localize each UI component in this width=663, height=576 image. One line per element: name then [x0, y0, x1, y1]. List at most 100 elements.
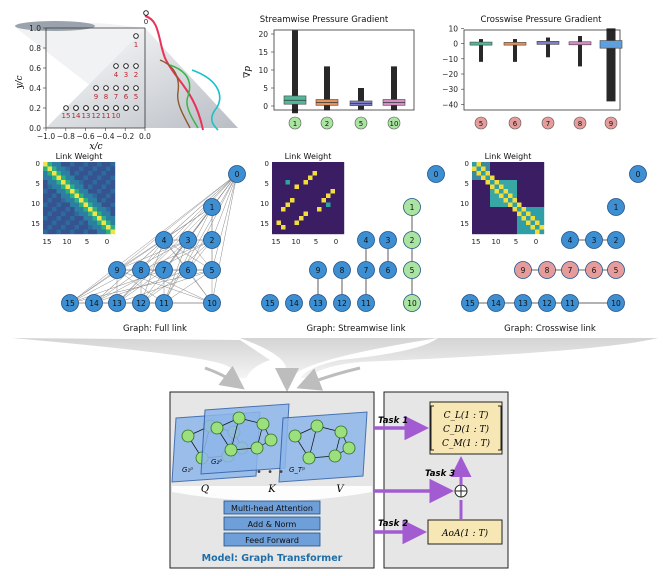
heatmap-cell — [47, 202, 53, 208]
graph-node — [607, 231, 625, 249]
graph-node-label: 4 — [568, 236, 573, 245]
crosswise-y-ticks: 100−10−20−30−40 — [442, 24, 464, 109]
heatmap-cell — [503, 225, 509, 230]
heatmap-cell — [312, 171, 318, 176]
heatmap-cell — [526, 184, 531, 190]
heatmap-cell — [294, 220, 300, 226]
heatmap-cell — [290, 225, 295, 230]
heatmap-cell — [481, 193, 486, 199]
heatmap-cell — [281, 198, 286, 203]
heatmap-cell — [481, 198, 486, 203]
heatmap-cell — [70, 202, 75, 208]
heatmap-cell — [503, 216, 509, 221]
heatmap-cell — [312, 184, 318, 190]
heatmap-cell — [494, 229, 500, 235]
heatmap-cell — [321, 198, 327, 203]
heatmap-cell — [472, 180, 477, 185]
heatmap-cell — [517, 193, 522, 199]
heatmap-cell — [79, 166, 84, 172]
heatmap-cell — [290, 220, 295, 226]
heatmap-cell — [43, 216, 48, 221]
trajectory-green — [169, 64, 199, 129]
heatmap-cell — [339, 166, 345, 172]
heatmap-cell — [294, 166, 300, 172]
heatmap-cell — [74, 220, 80, 226]
heatmap-cell — [101, 171, 107, 176]
heatmap-cell — [294, 162, 300, 167]
heatmap-cell — [294, 171, 300, 176]
heatmap-cell — [106, 229, 111, 235]
heatmap-cell — [281, 216, 286, 221]
heatmap-cell — [539, 198, 545, 203]
heatmap-cell — [499, 162, 504, 167]
heatmap-cell — [517, 189, 522, 194]
heatmap-cell — [535, 216, 540, 221]
heatmap-cell — [101, 189, 107, 194]
heatmap-cell — [472, 171, 477, 176]
heatmap-cell — [70, 180, 75, 185]
heatmap-cell — [330, 189, 336, 194]
heatmap-cell — [317, 229, 322, 235]
funnels — [12, 338, 658, 392]
graph-node — [309, 294, 327, 312]
heatmap-cell — [539, 207, 545, 212]
heatmap-cell — [339, 193, 345, 199]
sensor-marker — [93, 105, 99, 111]
wing-tip — [15, 21, 95, 31]
heatmap-cell — [490, 216, 495, 221]
heatmap-cell — [83, 171, 89, 176]
heatmap-cell — [56, 171, 62, 176]
heatmap-x-tick: 15 — [43, 238, 52, 246]
heatmap-cell — [308, 216, 313, 221]
heatmap-cell — [276, 189, 282, 194]
heatmap-cell — [52, 220, 57, 226]
heatmap-cell — [526, 207, 531, 212]
sensor-marker — [133, 33, 139, 39]
heatmap-cell — [335, 229, 340, 235]
heatmap-cell — [499, 180, 504, 185]
heatmap-cell — [92, 166, 98, 172]
heatmap-cell — [43, 225, 48, 230]
heatmap-cell — [65, 216, 71, 221]
layer-node — [250, 441, 264, 455]
heatmap-cell — [339, 216, 345, 221]
heatmap-cell — [281, 184, 286, 190]
heatmap-cell — [535, 193, 540, 199]
category-node — [354, 116, 368, 130]
heatmap-cell — [326, 198, 331, 203]
sensor-marker — [113, 63, 119, 69]
heatmap-cell — [97, 220, 102, 226]
heatmap-cell — [110, 216, 116, 221]
heatmap-cell — [70, 198, 75, 203]
airfoil-panel: y/c x/c 0.00.20.40.60.81.0 −1.0−0.8−0.6−… — [15, 10, 238, 152]
heatmap-cell — [499, 184, 504, 190]
heatmap-cell — [517, 184, 522, 190]
y-tick-label: 0.8 — [29, 44, 41, 53]
y-tick-label: 0.0 — [29, 124, 41, 133]
heatmap-cell — [535, 225, 540, 230]
heatmap-cell — [70, 166, 75, 172]
heatmap-cell — [299, 198, 304, 203]
graph-node-label: 5 — [614, 266, 619, 275]
category-label: 2 — [325, 120, 329, 128]
heatmap-cell — [321, 220, 327, 226]
heatmap-cell — [485, 184, 491, 190]
heatmap-cell — [97, 198, 102, 203]
heatmap-cell — [335, 162, 340, 167]
heatmap-cell — [485, 216, 491, 221]
graph-edge — [140, 269, 213, 304]
graph-node — [561, 294, 579, 312]
heatmap-cell — [335, 207, 340, 212]
graph-edge — [69, 173, 238, 304]
heatmap-cell — [106, 225, 111, 230]
graph-node — [607, 261, 625, 279]
heatmap-cell — [88, 216, 93, 221]
heatmap-cell — [508, 202, 513, 208]
heatmap-cell — [494, 216, 500, 221]
heatmap-cell — [88, 162, 93, 167]
heatmap-cell — [43, 162, 48, 167]
heatmap-cell — [43, 211, 48, 217]
heatmap-cell — [499, 211, 504, 217]
heatmap-cell — [92, 184, 98, 190]
layer-label: G₂ᵖ — [211, 458, 222, 466]
